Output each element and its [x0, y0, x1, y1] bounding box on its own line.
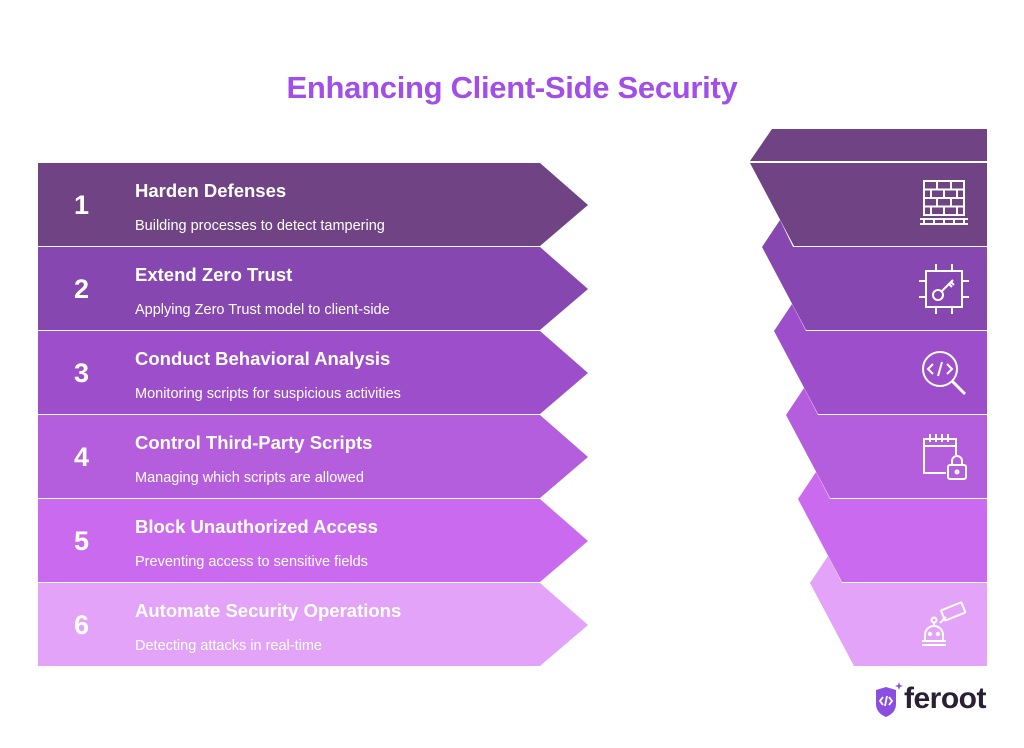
- step-number: 6: [74, 610, 90, 640]
- logo-wordmark: feroot: [904, 682, 987, 715]
- strip-fold-3: [774, 304, 806, 331]
- step-number: 2: [74, 274, 90, 304]
- step-band-2: [38, 247, 588, 330]
- strip-top-cap: [750, 129, 987, 161]
- calendar-lock-icon: [916, 429, 972, 485]
- step-row-3: 3 Conduct Behavioral Analysis Monitoring…: [38, 331, 588, 413]
- step-band-1: [38, 163, 588, 246]
- step-title: Automate Security Operations: [135, 600, 402, 621]
- step-number: 3: [74, 358, 90, 388]
- strip-fold-4: [786, 388, 818, 415]
- page-title: Enhancing Client-Side Security: [286, 70, 738, 105]
- step-title: Extend Zero Trust: [135, 264, 293, 285]
- step-number: 4: [74, 442, 90, 472]
- step-band-5: [38, 499, 588, 582]
- step-number: 1: [74, 190, 90, 220]
- step-row-1: 1 Harden Defenses Building processes to …: [38, 163, 588, 245]
- step-row-4: 4 Control Third-Party Scripts Managing w…: [38, 415, 588, 497]
- step-number: 5: [74, 526, 90, 556]
- step-subtitle: Preventing access to sensitive fields: [135, 554, 368, 570]
- strip-2: [762, 247, 987, 330]
- strip-fold-5: [798, 472, 830, 499]
- step-subtitle: Applying Zero Trust model to client-side: [135, 302, 390, 318]
- step-band-6: [38, 583, 588, 666]
- step-subtitle: Building processes to detect tampering: [135, 218, 385, 234]
- step-row-5: 5 Block Unauthorized Access Preventing a…: [38, 499, 588, 581]
- step-band-3: [38, 331, 588, 414]
- step-title: Conduct Behavioral Analysis: [135, 348, 391, 369]
- step-subtitle: Monitoring scripts for suspicious activi…: [135, 386, 401, 402]
- feroot-shield-icon: [876, 682, 903, 717]
- step-row-6: 6 Automate Security Operations Detecting…: [38, 583, 588, 665]
- strip-3: [774, 331, 987, 414]
- step-title: Control Third-Party Scripts: [135, 432, 373, 453]
- step-row-2: 2 Extend Zero Trust Applying Zero Trust …: [38, 247, 588, 329]
- step-subtitle: Managing which scripts are allowed: [135, 470, 364, 486]
- key-circuit-icon: [916, 261, 972, 317]
- step-title: Block Unauthorized Access: [135, 516, 378, 537]
- step-title: Harden Defenses: [135, 180, 287, 201]
- strip-fold-6: [810, 556, 842, 583]
- feroot-logo: feroot: [872, 680, 992, 724]
- strip-fold-2: [762, 220, 793, 247]
- brick-wall-icon: [916, 177, 972, 233]
- step-subtitle: Detecting attacks in real-time: [135, 638, 322, 654]
- robot-camera-icon: [916, 597, 972, 653]
- step-band-4: [38, 415, 588, 498]
- strip-1: [750, 163, 987, 246]
- code-magnifier-icon: [916, 345, 972, 401]
- strip-5: [798, 499, 987, 582]
